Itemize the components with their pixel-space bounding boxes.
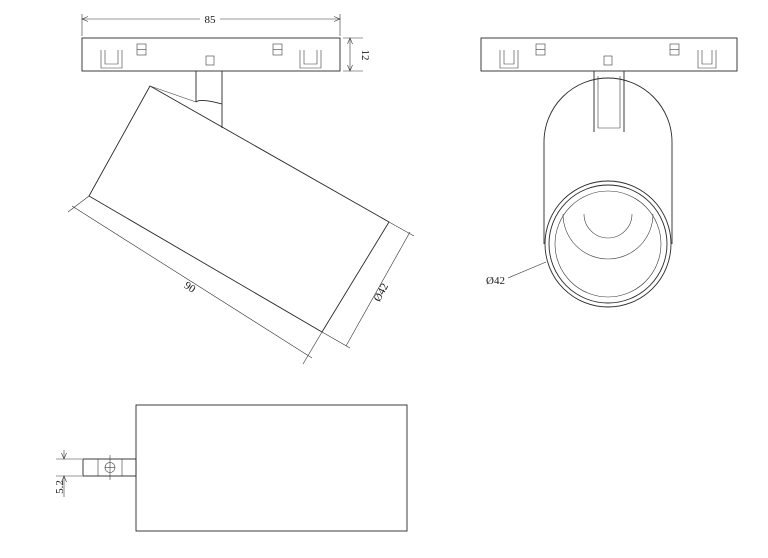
- stem-front: [593, 71, 625, 132]
- dimension-label-85: 85: [205, 14, 217, 26]
- rail-adapter-front: [480, 37, 738, 72]
- top-view: 5.2: [54, 404, 408, 532]
- front-view: Ø42: [480, 37, 738, 308]
- dimension-label-5-2: 5.2: [54, 480, 66, 494]
- dimension-diameter-front: Ø42: [486, 261, 547, 287]
- body-top-view: [135, 404, 408, 532]
- dimension-offset: 5.2: [54, 450, 82, 497]
- dimension-height: 12: [343, 37, 371, 72]
- dimension-length: 90: [67, 195, 323, 365]
- stem: [195, 71, 223, 128]
- spot-body-tilted: [88, 85, 390, 333]
- dimension-label-90: 90: [182, 279, 198, 295]
- rail-adapter: [81, 37, 341, 72]
- bracket-top-view: [82, 455, 137, 480]
- dimension-width: 85: [81, 14, 341, 36]
- dimension-label-diameter-front: Ø42: [486, 275, 505, 287]
- dimension-label-12: 12: [359, 50, 371, 61]
- cylinder-front: [543, 77, 673, 308]
- dimension-label-diameter-side: Ø42: [372, 281, 391, 303]
- side-view: 85 12: [67, 14, 415, 365]
- dimension-diameter-side: Ø42: [321, 221, 415, 349]
